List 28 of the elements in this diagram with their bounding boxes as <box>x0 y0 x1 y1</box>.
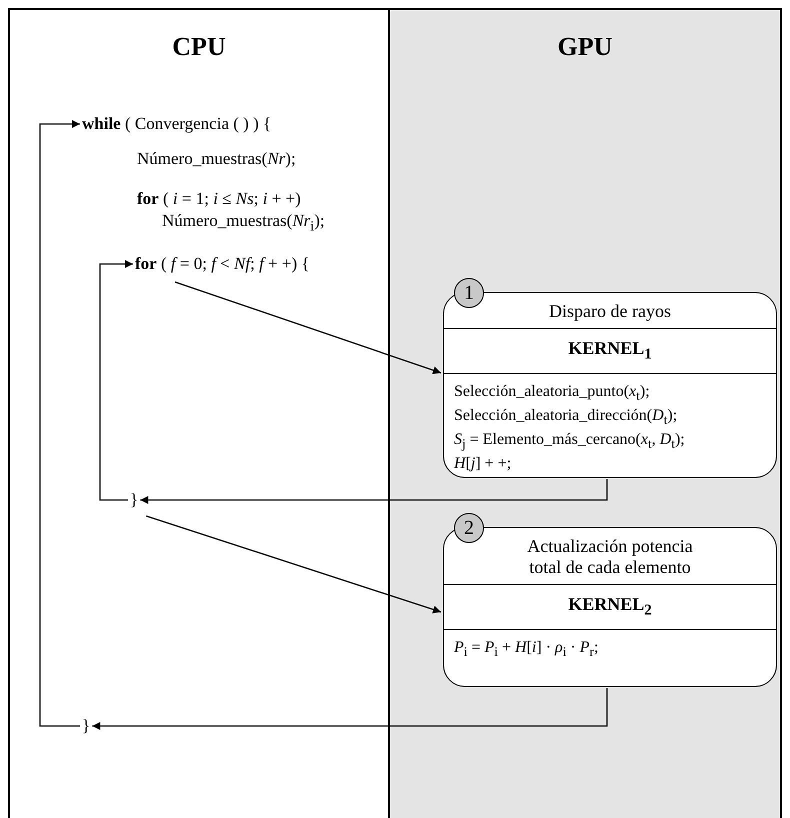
code-line: P$_{i}$ = P$_{i}$ + H[i] · ρ$_{i}$ · P$_{r}$; <box>454 638 598 661</box>
step-number-badge: 2 <box>454 513 484 543</box>
kernel-title: Disparo de rayos <box>548 300 672 323</box>
code-line: H[j] + +; <box>454 454 512 474</box>
code-line: Número_muestras(Nr$_{i}$); <box>162 210 325 236</box>
arrow <box>39 120 80 727</box>
column-panel <box>390 8 782 818</box>
arrow <box>99 260 133 501</box>
kernel-name: KERNEL$_{2}$ <box>568 594 652 620</box>
column-heading: CPU <box>172 32 226 62</box>
arrow <box>174 281 442 374</box>
code-line: for ( f = 0; f < Nf; f + +) { <box>135 252 310 276</box>
code-line: Selección_aleatoria_dirección(D$_{t}$); <box>454 406 678 429</box>
arrow <box>92 688 608 730</box>
code-line: Número_muestras(Nr); <box>137 148 296 170</box>
code-line: Selección_aleatoria_punto(x$_{t}$); <box>454 382 650 405</box>
code-line: for ( i = 1; i ≤ Ns; i + +) <box>137 188 301 210</box>
arrow <box>146 515 442 614</box>
closing-brace: } <box>82 714 90 738</box>
code-line: S$_{j}$ = Elemento_más_cercano(x$_{t}$, D$_{t}$); <box>454 430 685 454</box>
column-panel <box>8 8 390 818</box>
kernel-title: Actualización potencia total de cada elemento <box>526 535 694 579</box>
column-heading: GPU <box>558 32 612 62</box>
step-number-badge: 1 <box>454 278 484 308</box>
code-line: while ( Convergencia ( ) ) { <box>82 112 272 136</box>
arrow <box>140 479 608 504</box>
kernel-name: KERNEL$_{1}$ <box>568 338 652 364</box>
closing-brace: } <box>130 488 138 512</box>
